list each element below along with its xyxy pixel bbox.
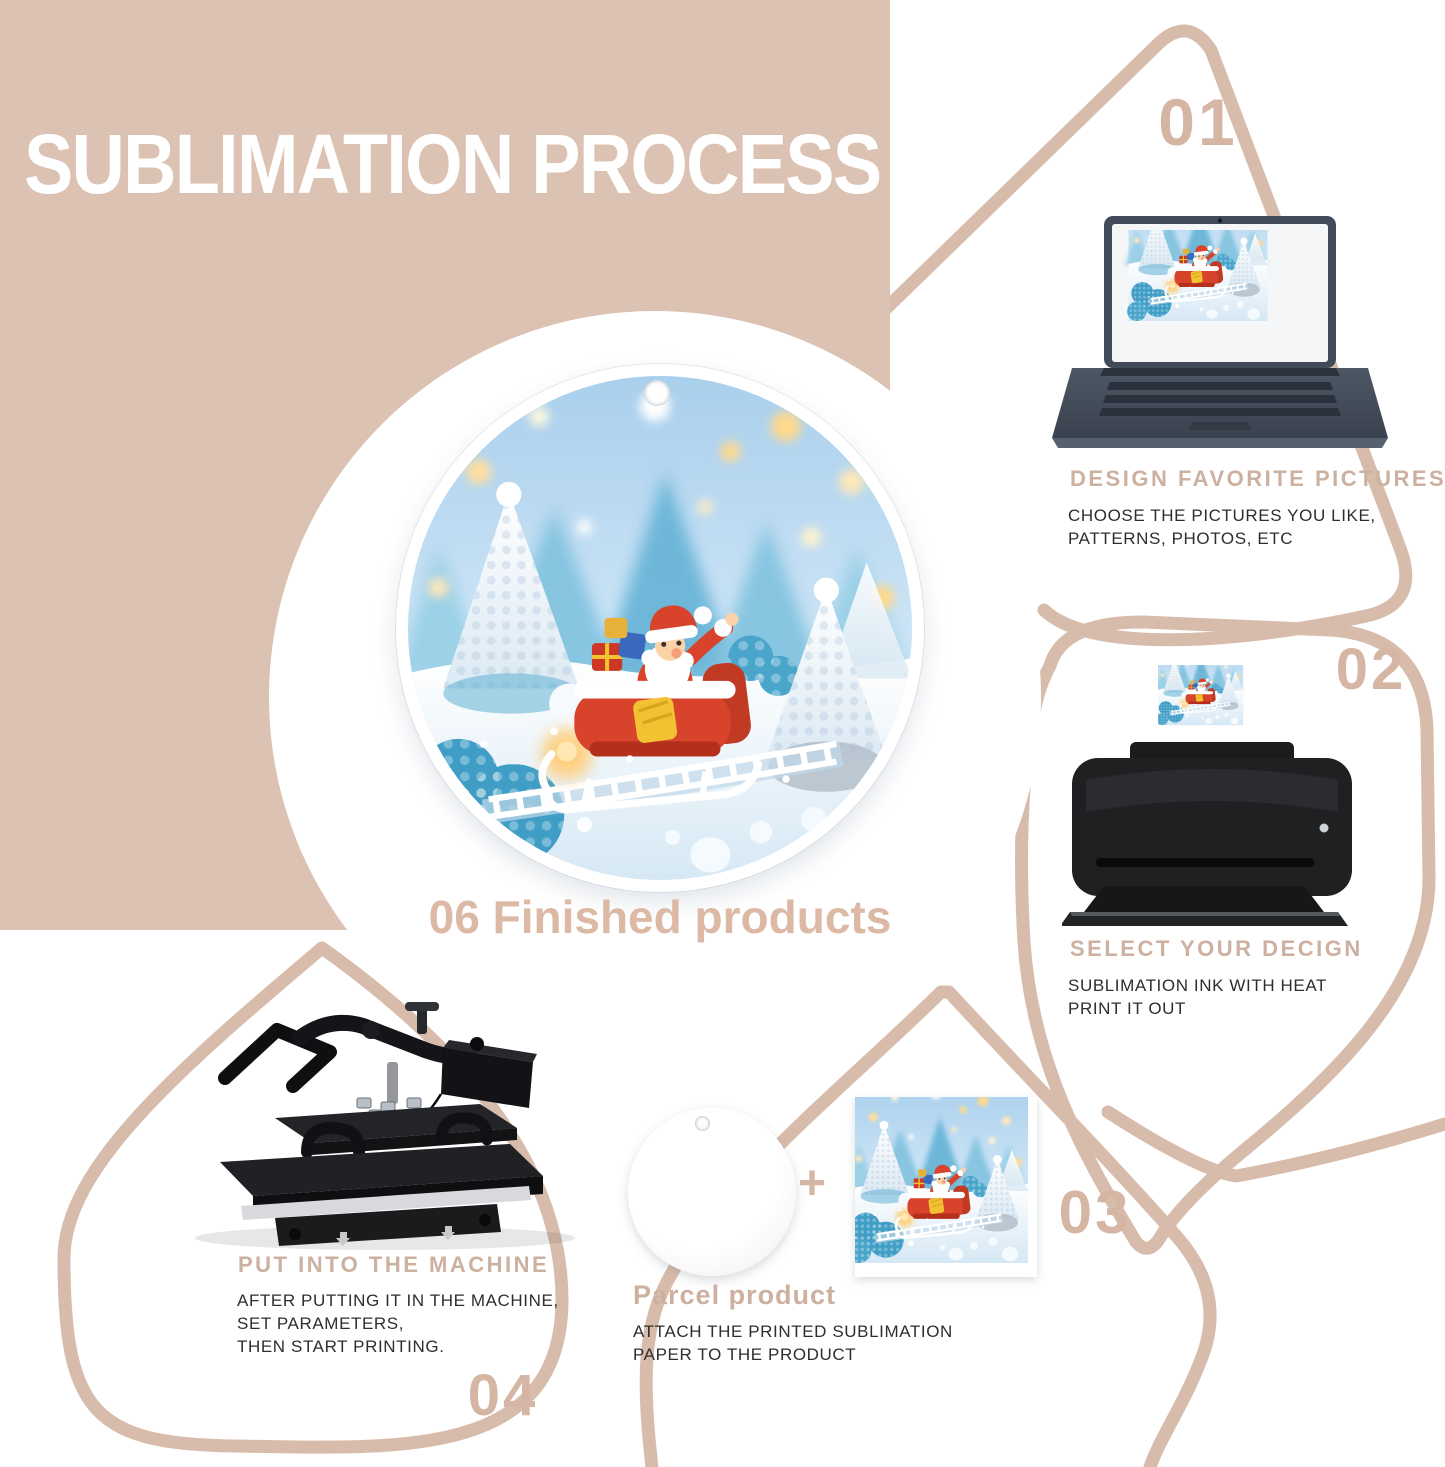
step-04-line-3: THEN START PRINTING. — [237, 1337, 445, 1356]
step-02-line-2: PRINT IT OUT — [1068, 999, 1187, 1018]
step-04-heading: PUT INTO THE MACHINE — [238, 1252, 550, 1277]
step-01-line-1: CHOOSE THE PICTURES YOU LIKE, — [1068, 506, 1376, 525]
plus-icon: + — [798, 1157, 827, 1210]
step-02-number: 02 — [1335, 637, 1407, 702]
caption-finished-products: 06 Finished products — [428, 891, 892, 943]
blank-ornament-icon — [628, 1108, 796, 1276]
step-01-line-2: PATTERNS, PHOTOS, ETC — [1068, 529, 1294, 548]
page-title: SUBLIMATION PROCESS — [24, 117, 882, 211]
finished-product-ornament-photo — [396, 364, 924, 892]
printer-icon — [1062, 662, 1352, 926]
step-04-line-2: SET PARAMETERS, — [237, 1314, 405, 1333]
step-04-number: 04 — [467, 1363, 539, 1428]
ornament-hang-hole — [644, 380, 670, 406]
petal-outline-03 — [639, 985, 1217, 1467]
step-03-line-1: ATTACH THE PRINTED SUBLIMATION — [633, 1322, 953, 1341]
blank-ornament-hole — [695, 1116, 710, 1131]
step-04-line-1: AFTER PUTTING IT IN THE MACHINE, — [237, 1291, 559, 1310]
printed-paper-icon — [855, 1097, 1037, 1277]
heat-press-icon — [195, 1002, 575, 1250]
step-01-heading: DESIGN FAVORITE PICTURES — [1070, 466, 1445, 491]
step-02-line-1: SUBLIMATION INK WITH HEAT — [1068, 976, 1327, 995]
step-03-heading: Parcel product — [633, 1280, 837, 1310]
step-04-body: AFTER PUTTING IT IN THE MACHINE, SET PAR… — [237, 1289, 559, 1358]
laptop-icon — [1052, 216, 1388, 448]
step-03-body: ATTACH THE PRINTED SUBLIMATION PAPER TO … — [633, 1320, 953, 1366]
petal-outline-02 — [1015, 615, 1436, 1255]
step-02-heading: SELECT YOUR DECIGN — [1070, 936, 1363, 961]
step-03-line-2: PAPER TO THE PRODUCT — [633, 1345, 857, 1364]
petal-outline-01 — [855, 24, 1413, 647]
step-02-body: SUBLIMATION INK WITH HEAT PRINT IT OUT — [1068, 974, 1327, 1020]
step-01-body: CHOOSE THE PICTURES YOU LIKE, PATTERNS, … — [1068, 504, 1376, 550]
petal-outline-05-partial — [1101, 1105, 1445, 1183]
step-01-number: 01 — [1158, 85, 1238, 159]
ornament-scene-image — [408, 376, 912, 880]
step-03-number: 03 — [1058, 1179, 1132, 1246]
